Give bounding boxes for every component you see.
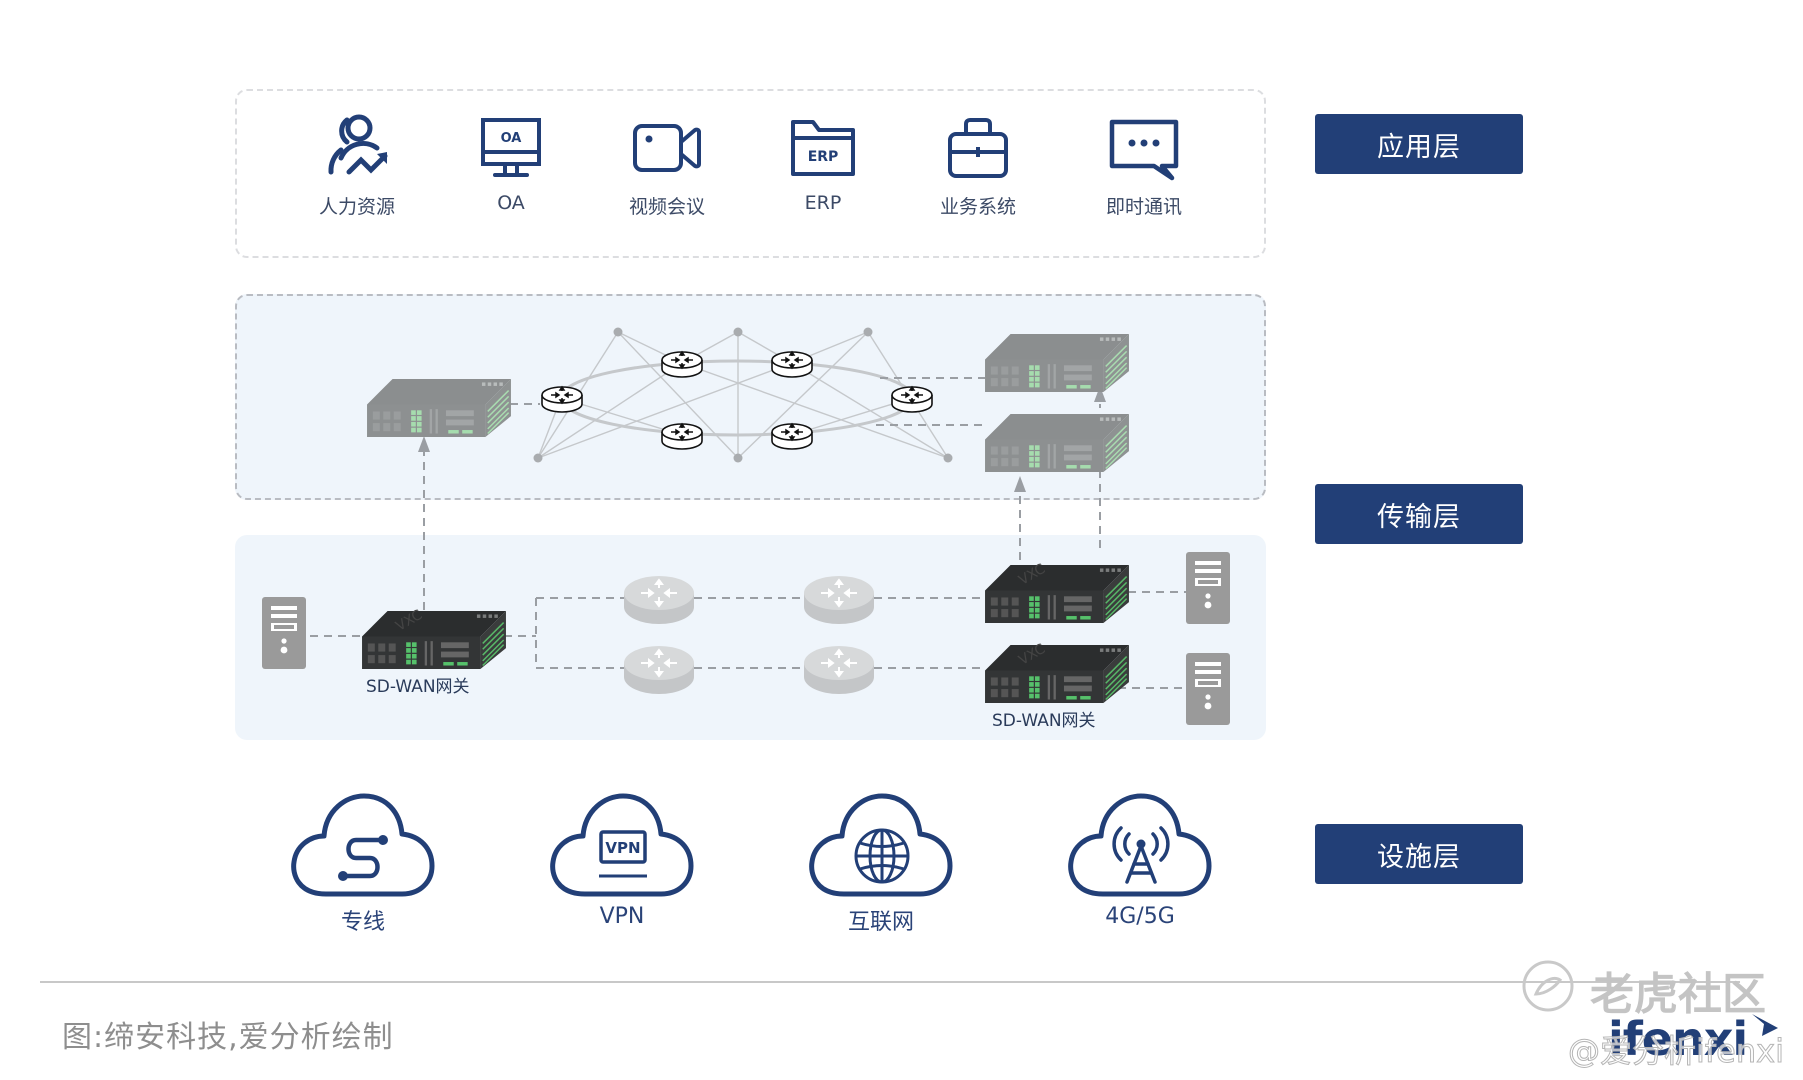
app-label: 业务系统 [939,196,1016,218]
mesh-node [733,327,743,337]
app-item-instant-messaging: 即时通讯 [1069,112,1219,219]
gateway-label-right: SD-WAN网关 [992,711,1096,731]
infra-label: VPN [599,904,645,929]
server-icon [262,597,306,669]
mesh-node [943,453,953,463]
mesh-ring [559,359,915,437]
app-label: OA [497,192,525,214]
dashed-links [296,377,1186,689]
watermark-handle: @爱分析ifenxi [1568,1032,1785,1071]
app-item-video-conference: 视频会议 [592,112,742,219]
layer-label-application-text: 应用层 [1377,131,1461,163]
briefcase-icon [948,118,1008,178]
mesh-node [733,453,743,463]
router-icon [803,575,875,625]
router-icon [661,423,703,450]
app-label: 即时通讯 [1105,196,1182,218]
layer-label-transport-text: 传输层 [1377,501,1461,533]
watermark-brand-logo: ifenxi [1608,1012,1748,1066]
watermark: 老虎社区 ifenxi @爱分析ifenxi [1520,950,1803,1080]
router-icon [803,645,875,695]
brand-arrow-icon [1752,1014,1778,1036]
mesh-nodes [533,327,953,463]
app-label: 视频会议 [628,196,705,218]
gateway-device-icon [985,333,1129,392]
router-icon [623,645,695,695]
layer-label-transport: 传输层 [1315,484,1523,544]
arrowhead [418,436,430,452]
uplink-arrowheads [418,386,1106,492]
app-label: ERP [804,192,842,214]
app-item-oa: OA OA [436,112,586,214]
globe-icon [806,790,956,900]
server-icon [1186,552,1230,624]
sdwan-gateway-icon [362,606,506,669]
layer-label-infrastructure-text: 设施层 [1377,841,1461,873]
watermark-community: 老虎社区 [1590,969,1766,1020]
layer-label-infrastructure: 设施层 [1315,824,1523,884]
svg-text:ERP: ERP [808,149,839,165]
infra-item-cellular: 4G/5G [1060,790,1220,929]
chat-bubble-icon [1109,119,1179,181]
figure-caption: 图:缔安科技,爱分析绘制 [62,1020,394,1055]
cell-tower-icon [1065,790,1215,900]
gateway-label-left: SD-WAN网关 [366,677,470,697]
infra-label: 互联网 [847,910,914,935]
video-camera-icon [633,124,701,172]
sdwan-gateway-icon [985,560,1129,623]
arrowhead [1094,386,1106,402]
router-icon [541,386,583,413]
svg-text:OA: OA [501,131,522,146]
footer-divider [40,981,1740,983]
arrowhead [1014,476,1026,492]
mesh-links [537,331,949,459]
infra-item-vpn: VPN VPN [542,790,702,929]
vpn-icon: VPN [547,790,697,900]
router-icon [623,575,695,625]
sdwan-gateway-icon [985,640,1129,703]
infra-label: 专线 [340,910,385,935]
infra-label: 4G/5G [1105,904,1175,929]
monitor-oa-icon: OA [481,118,541,177]
mesh-node [863,327,873,337]
app-label: 人力资源 [318,196,395,218]
mesh-node [533,453,543,463]
router-icon [771,351,813,378]
gateway-device-icon [367,378,511,437]
infra-item-dedicated-line: 专线 [283,790,443,936]
application-layer-panel [235,89,1266,258]
infra-item-internet: 互联网 [801,790,961,936]
app-item-erp: ERP ERP [748,112,898,214]
layer-label-application: 应用层 [1315,114,1523,174]
server-icon [1186,653,1230,725]
mesh-node [613,327,623,337]
router-icon [661,351,703,378]
router-icon [771,423,813,450]
dedicated-line-icon [288,790,438,900]
gateway-device-icon [985,413,1129,472]
svg-text:VPN: VPN [605,839,640,857]
app-item-hr: 人力资源 [282,112,432,219]
hr-person-growth-icon [328,114,388,175]
app-item-business-system: 业务系统 [903,112,1053,219]
router-icon [891,386,933,413]
folder-erp-icon: ERP [791,120,855,176]
community-logo-icon [1522,960,1574,1012]
